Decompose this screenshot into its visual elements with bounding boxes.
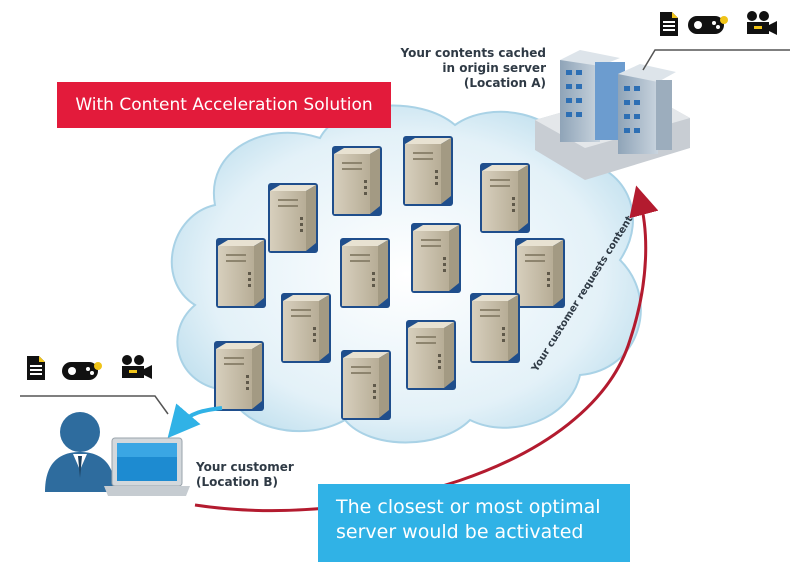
origin-server-building [535,50,690,180]
server-icon [332,146,382,216]
customer-label-line1: Your customer [196,460,294,474]
laptop-icon [104,437,190,496]
origin-label-line3: (Location A) [463,76,546,90]
server-icon [216,238,266,308]
gamepad-icon [688,16,728,34]
customer-label: Your customer (Location B) [196,460,294,490]
server-icon [406,320,456,390]
video-camera-icon [747,11,777,35]
server-icon [341,350,391,420]
server-icon [515,238,565,308]
server-icon [411,223,461,293]
video-camera-icon [122,355,152,379]
origin-label: Your contents cached in origin server (L… [346,46,546,91]
edge-servers [214,136,565,420]
server-icon [403,136,453,206]
server-icon [214,341,264,411]
customer-label-line2: (Location B) [196,475,279,489]
customer-content-icons [20,355,169,415]
document-icon [27,356,45,380]
origin-label-line1: Your contents cached [400,46,546,60]
customer-person-icon [45,412,115,492]
server-icon [480,163,530,233]
origin-content-icons [642,11,790,71]
server-icon [340,238,390,308]
server-icon [281,293,331,363]
solution-banner: With Content Acceleration Solution [57,82,391,128]
callout-line2: server would be activated [336,521,584,543]
callout-line1: The closest or most optimal [336,496,601,518]
optimal-server-callout: The closest or most optimal server would… [318,484,630,562]
document-icon [660,12,678,36]
delivery-arrow [167,403,223,439]
gamepad-icon [62,362,102,380]
server-icon [470,293,520,363]
server-icon [268,183,318,253]
origin-label-line2: in origin server [442,61,546,75]
